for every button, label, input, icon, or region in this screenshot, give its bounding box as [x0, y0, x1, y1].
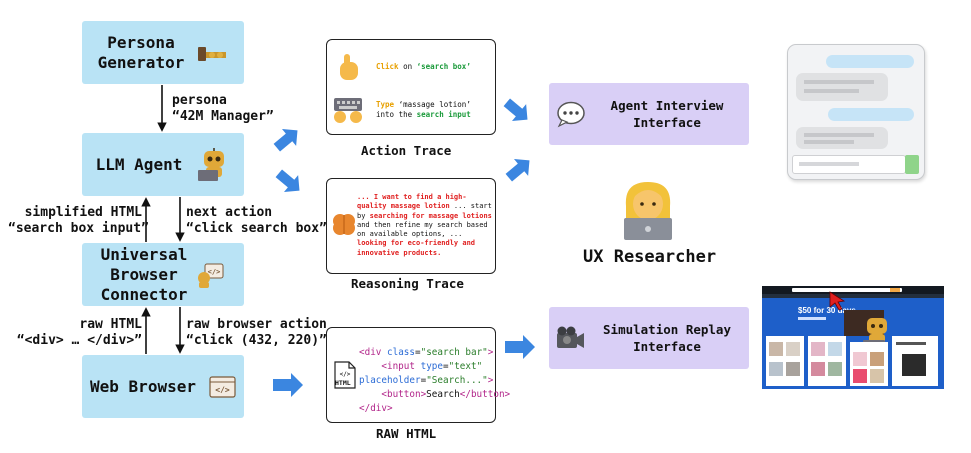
- brain-icon: [333, 214, 355, 235]
- universal-browser-connector-box: Universal Browser Connector </>: [82, 243, 244, 306]
- raw-html-code: <div class="search bar"> <input type="te…: [359, 347, 511, 414]
- action-type-verb: Type: [376, 100, 395, 109]
- arrow-action-trace-to-interview: [503, 98, 528, 121]
- typing-keyboard-icon: [334, 98, 362, 123]
- raw-html-card: </> HTML <div class="search bar"> <input…: [326, 327, 510, 423]
- action-click-mid: on: [398, 62, 417, 71]
- chat-input-field[interactable]: [792, 155, 906, 174]
- svg-text:</>: </>: [208, 268, 221, 276]
- action-line-type: Type ‘massage lotion’ into the search in…: [376, 100, 491, 120]
- code-window-icon: </>: [209, 375, 236, 398]
- action-click-target: ‘search box’: [416, 62, 471, 71]
- replay-banner-subtext: [798, 317, 826, 320]
- html-file-icon: </>: [334, 361, 356, 389]
- replay-product-card: [850, 342, 888, 386]
- arrow-agent-to-reasoning-trace: [275, 169, 300, 192]
- raw-html-edge-label: raw HTML “<div> … </div>”: [16, 317, 142, 348]
- pointing-hand-icon: [340, 54, 358, 80]
- action-click-verb: Click: [376, 62, 399, 71]
- simplified-html-edge-label: simplified HTML “search box input”: [8, 205, 149, 236]
- persona-generator-box: Persona Generator: [82, 21, 244, 84]
- arrow-reasoning-trace-to-interview: [505, 159, 530, 182]
- replay-screenshot: $50 for 30 days: [762, 286, 944, 389]
- arrow-raw-html-to-replay: [505, 335, 535, 359]
- simulation-replay-label: Simulation Replay Interface: [603, 322, 731, 354]
- replay-sub-nav: [762, 294, 944, 298]
- chat-bubble-incoming: [796, 127, 888, 149]
- web-browser-box: Web Browser </>: [82, 355, 244, 418]
- html-file-icon-label: HTML: [335, 379, 351, 387]
- llm-agent-box: LLM Agent: [82, 133, 244, 196]
- replay-product-card: [766, 336, 804, 386]
- action-type-target: search input: [416, 110, 471, 119]
- reasoning-part-3: searching for massage lotions: [369, 211, 492, 220]
- llm-agent-label: LLM Agent: [95, 154, 183, 174]
- chat-send-button[interactable]: [905, 155, 919, 174]
- movie-camera-icon: [557, 326, 584, 348]
- ux-researcher-icon: [624, 182, 672, 240]
- agent-interview-label: Agent Interview Interface: [610, 98, 724, 130]
- robot-with-laptop-icon: [198, 147, 225, 181]
- replay-product-card: [892, 336, 938, 386]
- reasoning-part-5: looking for eco-friendly and innovative …: [357, 239, 476, 257]
- action-trace-caption: Action Trace: [361, 143, 452, 158]
- persona-edge-label: persona “42M Manager”: [172, 93, 274, 124]
- chat-bubble-incoming: [796, 73, 888, 101]
- persona-generator-label: Persona Generator: [97, 32, 185, 72]
- universal-browser-connector-label: Universal Browser Connector: [100, 244, 188, 304]
- svg-text:</>: </>: [215, 385, 230, 394]
- gear-machine-icon: [198, 46, 227, 61]
- reasoning-part-4: and then refine my search based on avail…: [357, 220, 488, 239]
- action-type-mid: ‘massage lotion’ into the: [376, 100, 471, 119]
- arrow-browser-to-raw-html: [273, 373, 303, 397]
- speech-bubble-icon: [557, 101, 585, 128]
- ux-researcher-label: UX Researcher: [583, 247, 717, 267]
- cursor-icon: [829, 291, 846, 311]
- robot-code-icon: </>: [198, 263, 224, 288]
- agent-interview-interface-box: Agent Interview Interface: [549, 83, 749, 145]
- action-trace-card: Click on ‘search box’ Type ‘massage loti…: [326, 39, 496, 135]
- reasoning-text: ... I want to find a high-quality massag…: [357, 193, 492, 258]
- action-line-click: Click on ‘search box’: [376, 62, 491, 72]
- web-browser-label: Web Browser: [90, 376, 196, 396]
- svg-text:</>: </>: [340, 371, 351, 378]
- raw-browser-action-edge-label: raw browser action “click (432, 220)”: [186, 317, 327, 348]
- chat-interface-mockup: [787, 44, 925, 180]
- replay-product-card: [808, 336, 846, 386]
- replay-top-nav: [762, 286, 944, 294]
- chat-bubble-outgoing: [828, 108, 914, 121]
- next-action-edge-label: next action “click search box”: [186, 205, 327, 236]
- reasoning-part-2: ... start by: [357, 202, 492, 220]
- reasoning-trace-card: ... I want to find a high-quality massag…: [326, 178, 496, 274]
- reasoning-trace-caption: Reasoning Trace: [351, 276, 464, 291]
- replay-banner-text: $50 for 30 days: [798, 306, 856, 315]
- chat-bubble-outgoing: [826, 55, 914, 68]
- raw-html-caption: RAW HTML: [376, 426, 437, 441]
- reasoning-part-1: ... I want to find a high-quality massag…: [357, 193, 467, 211]
- simulation-replay-interface-box: Simulation Replay Interface: [549, 307, 749, 369]
- arrow-agent-to-action-trace: [273, 129, 298, 152]
